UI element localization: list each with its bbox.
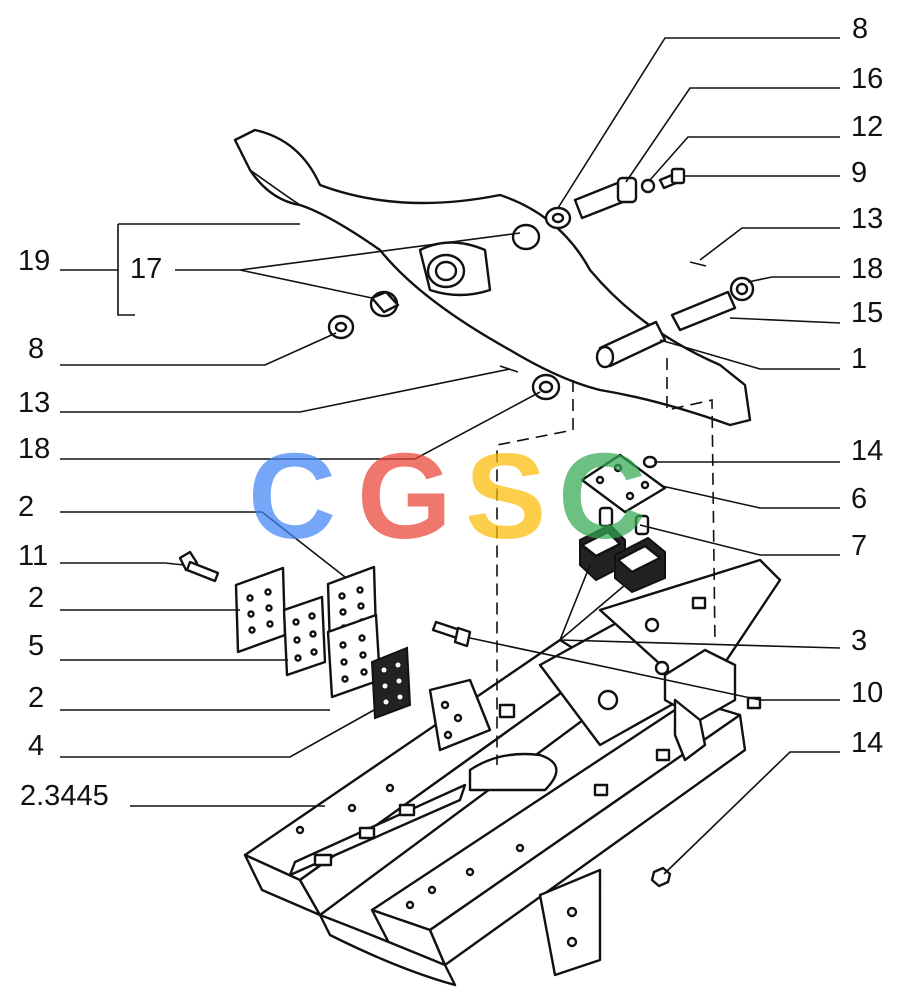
pin-15	[670, 290, 737, 332]
label-8-top: 8	[852, 13, 868, 45]
label-1: 1	[851, 343, 867, 375]
plate-6	[580, 453, 667, 514]
label-19: 19	[18, 245, 50, 277]
pad-3	[579, 523, 666, 594]
label-2-b: 2	[28, 582, 44, 614]
washer-8-left	[327, 314, 355, 340]
bushing-17	[369, 223, 541, 318]
bushing-1	[595, 320, 667, 369]
bolt-9	[658, 167, 686, 190]
callout-labels: 8 16 12 9 13 18 15 1 19 17 8 13 18 14 6 …	[18, 13, 883, 812]
leader-lines	[60, 37, 841, 875]
label-14-bottom: 14	[851, 727, 883, 759]
label-6: 6	[851, 483, 867, 515]
shim-5	[282, 595, 327, 677]
assembly-lines	[496, 358, 716, 765]
label-18-right: 18	[851, 253, 883, 285]
label-10: 10	[851, 677, 883, 709]
watermark-letter-4: C	[558, 428, 646, 564]
shim-4	[370, 646, 412, 720]
shim-2-left	[234, 566, 287, 654]
label-15: 15	[851, 297, 883, 329]
watermark-logo: C G S C	[248, 428, 646, 564]
label-8-left: 8	[28, 333, 44, 365]
chassis-frame	[243, 558, 782, 987]
washer-12	[640, 178, 656, 194]
washer-8-top	[544, 206, 572, 230]
watermark-letter-2: G	[357, 428, 452, 564]
label-12: 12	[851, 111, 883, 143]
label-4: 4	[28, 730, 44, 762]
washer-18	[531, 276, 755, 401]
label-7: 7	[851, 530, 867, 562]
watermark-letter-3: S	[465, 428, 546, 564]
label-18-left: 18	[18, 433, 50, 465]
watermark-letter-1: C	[248, 428, 336, 564]
label-2-a: 2	[18, 491, 34, 523]
pin-16	[573, 176, 638, 220]
label-2-c: 2	[28, 682, 44, 714]
label-frame-part-number: 2.3445	[20, 780, 109, 812]
label-9: 9	[851, 157, 867, 189]
label-16: 16	[851, 63, 883, 95]
label-13-left: 13	[18, 387, 50, 419]
label-11: 11	[18, 540, 48, 572]
label-17: 17	[130, 253, 162, 285]
label-14-top: 14	[851, 435, 883, 467]
label-5: 5	[28, 630, 44, 662]
label-13-right: 13	[851, 203, 883, 235]
bolt-11	[178, 550, 220, 583]
label-3: 3	[851, 625, 867, 657]
bolt-10	[431, 620, 472, 648]
